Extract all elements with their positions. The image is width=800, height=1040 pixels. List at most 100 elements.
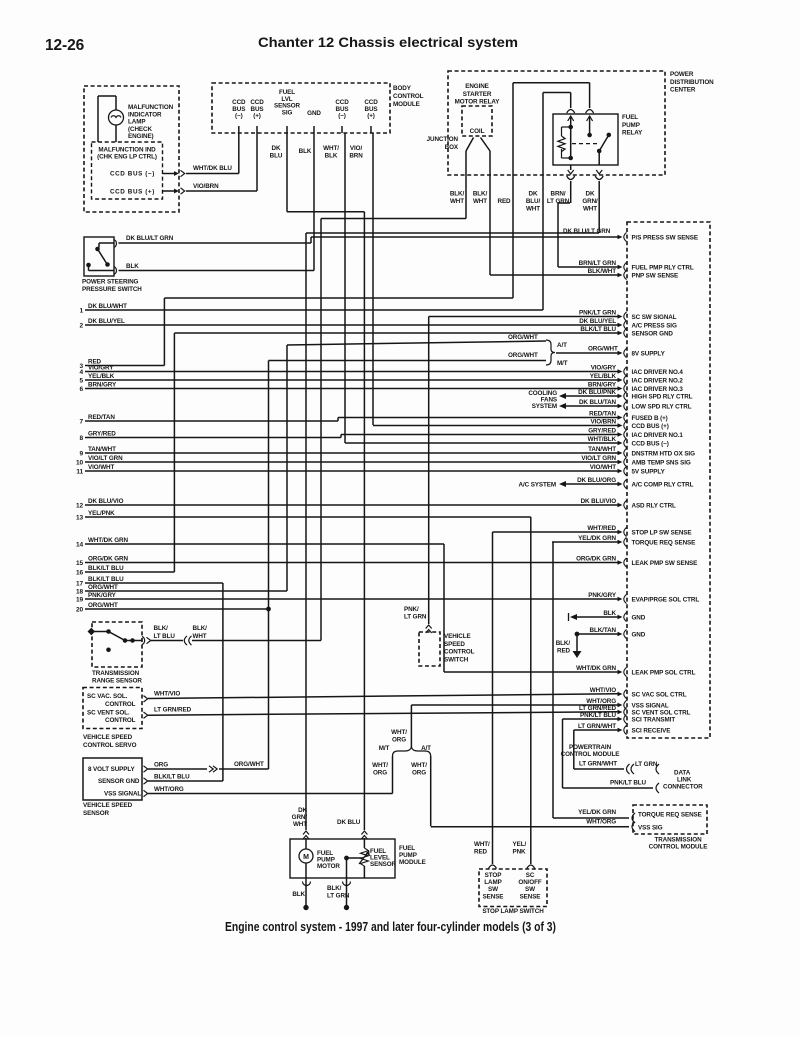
svg-text:CONTROL: CONTROL: [105, 717, 136, 724]
svg-text:BLK/WHT: BLK/WHT: [588, 268, 617, 275]
svg-text:BLK: BLK: [292, 891, 305, 898]
svg-text:WHT: WHT: [450, 198, 464, 205]
svg-text:ORG/WHT: ORG/WHT: [508, 334, 538, 341]
svg-text:COOLING: COOLING: [528, 390, 557, 397]
svg-text:BLK/: BLK/: [327, 885, 342, 892]
svg-text:VIO/LT GRN: VIO/LT GRN: [88, 455, 123, 462]
svg-text:BUS: BUS: [232, 106, 245, 113]
svg-text:CONTROL SERVO: CONTROL SERVO: [83, 742, 137, 749]
svg-text:DK BLU/TAN: DK BLU/TAN: [579, 399, 617, 406]
svg-text:TAN/WHT: TAN/WHT: [88, 446, 116, 453]
svg-text:FUEL PMP RLY CTRL: FUEL PMP RLY CTRL: [632, 265, 694, 272]
svg-text:15: 15: [76, 560, 84, 567]
svg-text:ORG: ORG: [154, 762, 168, 769]
svg-text:ORG/DK GRN: ORG/DK GRN: [576, 556, 616, 563]
svg-text:M/T: M/T: [379, 745, 390, 752]
svg-text:5V SUPPLY: 5V SUPPLY: [632, 469, 666, 476]
svg-text:CCD BUS (+): CCD BUS (+): [632, 423, 669, 430]
svg-text:BLK: BLK: [126, 263, 139, 270]
svg-text:STOP LAMP SWITCH: STOP LAMP SWITCH: [482, 908, 544, 915]
svg-text:LVL: LVL: [281, 96, 292, 103]
svg-text:LT GRN/RED: LT GRN/RED: [154, 707, 192, 714]
svg-text:ENGINE): ENGINE): [128, 133, 154, 140]
svg-text:4: 4: [79, 369, 83, 376]
svg-text:DK BLU/VIO: DK BLU/VIO: [88, 498, 124, 505]
svg-text:LEAK PMP SW SENSE: LEAK PMP SW SENSE: [632, 560, 698, 567]
svg-text:VEHICLE SPEED: VEHICLE SPEED: [83, 734, 133, 741]
svg-text:WHT: WHT: [473, 198, 487, 205]
svg-text:GRN/: GRN/: [582, 198, 598, 205]
svg-text:RANGE SENSOR: RANGE SENSOR: [92, 678, 142, 685]
svg-text:RED: RED: [498, 198, 512, 205]
svg-text:FUEL: FUEL: [399, 845, 415, 852]
svg-text:VEHICLE: VEHICLE: [444, 633, 471, 640]
svg-text:IAC DRIVER NO.4: IAC DRIVER NO.4: [632, 369, 684, 376]
svg-text:DK BLU/YEL: DK BLU/YEL: [88, 318, 125, 325]
svg-text:DK BLU/LT GRN: DK BLU/LT GRN: [126, 235, 174, 242]
svg-text:ORG/WHT: ORG/WHT: [588, 346, 618, 353]
svg-text:(CHECK: (CHECK: [128, 126, 152, 133]
svg-text:POWER STEERING: POWER STEERING: [82, 279, 139, 286]
svg-text:BLK/: BLK/: [473, 191, 488, 198]
svg-text:DK: DK: [586, 191, 595, 198]
svg-text:FUEL: FUEL: [622, 114, 638, 121]
svg-text:(+): (+): [367, 113, 375, 120]
svg-text:RED: RED: [88, 359, 102, 366]
svg-text:LAMP: LAMP: [484, 879, 501, 886]
svg-text:SENSOR: SENSOR: [370, 861, 397, 868]
svg-text:LAMP: LAMP: [128, 119, 145, 126]
svg-text:FANS: FANS: [541, 397, 557, 404]
svg-text:SENSE: SENSE: [520, 893, 541, 900]
svg-text:CCD: CCD: [250, 99, 264, 106]
svg-text:DK BLU/PNK: DK BLU/PNK: [578, 389, 616, 396]
svg-text:BRN/: BRN/: [551, 191, 566, 198]
svg-text:A/C COMP RLY CTRL: A/C COMP RLY CTRL: [632, 482, 694, 489]
svg-text:VSS SIG: VSS SIG: [638, 825, 663, 832]
svg-text:SYSTEM: SYSTEM: [532, 403, 557, 410]
svg-text:ORG/WHT: ORG/WHT: [234, 761, 264, 768]
svg-text:BRN/LT GRN: BRN/LT GRN: [579, 260, 617, 267]
svg-text:VIO/BRN: VIO/BRN: [193, 183, 219, 190]
svg-text:STOP: STOP: [485, 872, 502, 879]
svg-text:VIO/GRY: VIO/GRY: [591, 365, 617, 372]
svg-text:FUEL: FUEL: [317, 850, 333, 857]
svg-text:FUEL: FUEL: [370, 848, 386, 855]
svg-text:PNK/GRY: PNK/GRY: [588, 592, 617, 599]
svg-text:8: 8: [79, 435, 83, 442]
svg-text:16: 16: [76, 570, 84, 577]
svg-text:BLK/: BLK/: [193, 625, 208, 632]
svg-text:DNSTRM HTD OX SIG: DNSTRM HTD OX SIG: [632, 451, 696, 458]
svg-text:SIG: SIG: [282, 109, 293, 116]
svg-text:WHT/VIO: WHT/VIO: [154, 691, 180, 698]
svg-text:VIO/GRY: VIO/GRY: [88, 365, 114, 372]
svg-text:POWER: POWER: [670, 71, 694, 78]
svg-text:LT GRN/WHT: LT GRN/WHT: [579, 761, 617, 768]
svg-text:WHT: WHT: [293, 821, 307, 828]
svg-text:ORG: ORG: [412, 770, 426, 777]
svg-text:TRANSMISSION: TRANSMISSION: [92, 670, 140, 677]
svg-text:BLK: BLK: [325, 153, 338, 160]
svg-text:WHT/: WHT/: [411, 762, 427, 769]
svg-text:YEL/BLK: YEL/BLK: [88, 373, 115, 380]
svg-text:GND: GND: [632, 615, 646, 622]
svg-text:MALFUNCTION IND: MALFUNCTION IND: [98, 147, 156, 154]
svg-text:IAC DRIVER NO.3: IAC DRIVER NO.3: [632, 386, 684, 393]
svg-text:PNK/LT BLU: PNK/LT BLU: [610, 780, 647, 787]
svg-text:VSS SIGNAL: VSS SIGNAL: [632, 703, 669, 710]
svg-text:WHT/DK GRN: WHT/DK GRN: [576, 665, 616, 672]
svg-text:A/T: A/T: [557, 342, 567, 349]
svg-text:PUMP: PUMP: [622, 122, 640, 129]
svg-text:STARTER: STARTER: [463, 91, 492, 98]
svg-text:BUS: BUS: [336, 106, 349, 113]
svg-text:CONTROL: CONTROL: [444, 649, 475, 656]
svg-text:BLK: BLK: [603, 610, 616, 617]
svg-text:BLK: BLK: [299, 148, 312, 155]
svg-text:LEAK PMP SOL CTRL: LEAK PMP SOL CTRL: [632, 670, 696, 677]
svg-text:BUS: BUS: [251, 106, 264, 113]
svg-text:CONTROL: CONTROL: [105, 701, 136, 708]
svg-text:DK: DK: [298, 807, 307, 814]
svg-text:BLK/TAN: BLK/TAN: [590, 627, 617, 634]
svg-text:DK BLU/LT GRN: DK BLU/LT GRN: [563, 228, 611, 235]
svg-text:Engine control system - 1997 a: Engine control system - 1997 and later f…: [225, 920, 556, 934]
svg-text:MODULE: MODULE: [393, 101, 420, 108]
